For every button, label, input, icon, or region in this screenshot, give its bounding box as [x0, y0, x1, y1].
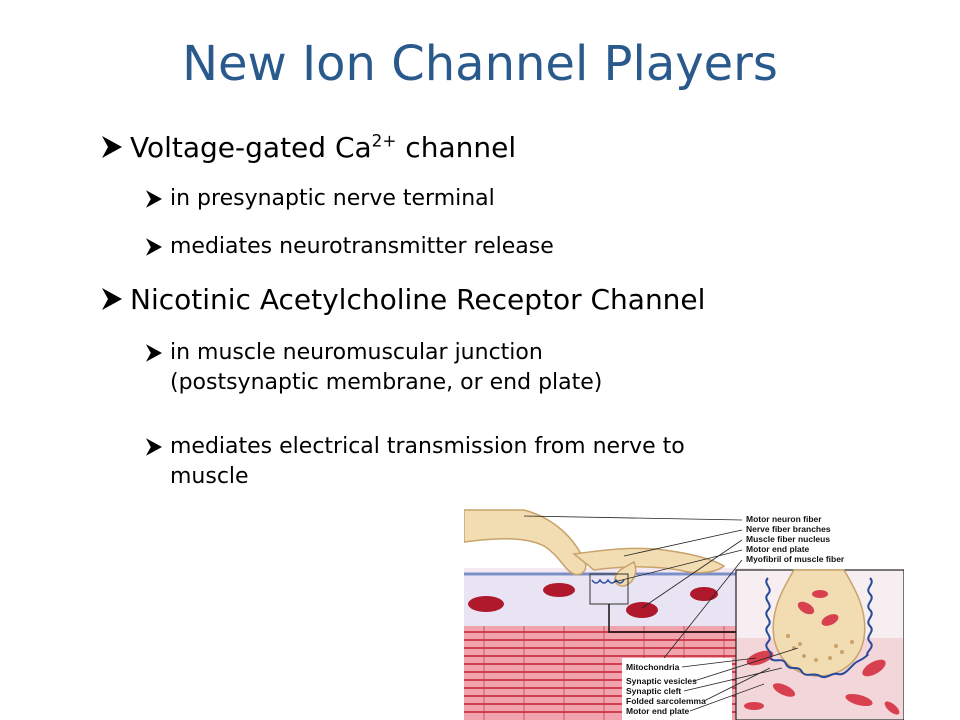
label-synaptic-cleft: Synaptic cleft — [626, 686, 681, 696]
arrow-bullet-icon — [146, 238, 162, 256]
arrow-bullet-icon — [146, 190, 162, 208]
label-folded-sarcolemma: Folded sarcolemma — [626, 696, 706, 706]
bottom-labels: Mitochondria Synaptic vesicles Synaptic … — [626, 662, 706, 716]
label-motor-end-plate: Motor end plate — [746, 544, 810, 554]
motor-neuron-fiber — [464, 509, 587, 576]
top-labels: Motor neuron fiber Nerve fiber branches … — [746, 514, 845, 564]
label-muscle-fiber-nucleus: Muscle fiber nucleus — [746, 534, 830, 544]
bullet-text: Voltage-gated Ca2+ channel — [130, 130, 517, 164]
sarcoplasm-band — [464, 576, 764, 626]
magnified-view — [735, 569, 904, 720]
sub-bullet-presynaptic: in presynaptic nerve terminal — [146, 184, 495, 214]
label-myofibril: Myofibril of muscle fiber — [746, 554, 845, 564]
neuromuscular-junction-figure: Motor neuron fiber Nerve fiber branches … — [464, 508, 904, 720]
magnify-arrow — [608, 604, 739, 633]
label-motor-end-plate-bottom: Motor end plate — [626, 706, 690, 716]
bullet-text: Nicotinic Acetylcholine Receptor Channel — [130, 283, 706, 316]
end-plate-folds — [591, 578, 625, 584]
arrow-bullet-icon — [146, 344, 162, 362]
mitochondria — [744, 650, 900, 715]
muscle-nuclei — [468, 583, 718, 618]
bottom-label-panel — [622, 658, 732, 720]
sub-bullet-text: mediates electrical transmission from ne… — [170, 434, 685, 489]
folded-sarcolemma — [765, 577, 873, 679]
synaptic-vesicles — [786, 634, 854, 662]
label-synaptic-vesicles: Synaptic vesicles — [626, 676, 697, 686]
neuromuscular-junction-illustration: Motor neuron fiber Nerve fiber branches … — [464, 509, 904, 720]
label-leaders — [523, 515, 743, 659]
arrow-bullet-icon — [102, 136, 122, 158]
bottom-label-leaders — [681, 647, 799, 712]
label-motor-neuron-fiber: Motor neuron fiber — [746, 514, 822, 524]
label-mitochondria: Mitochondria — [626, 662, 680, 672]
bullet-nicotinic: Nicotinic Acetylcholine Receptor Channel — [102, 282, 705, 318]
nerve-terminal-bulb — [772, 569, 866, 677]
sub-bullet-text: in presynaptic nerve terminal — [170, 186, 495, 211]
sub-bullet-electrical-transmission: mediates electrical transmission from ne… — [146, 432, 685, 492]
label-nerve-fiber-branches: Nerve fiber branches — [746, 524, 831, 534]
nerve-fiber-branch — [572, 547, 726, 574]
sub-bullet-text: in muscle neuromuscular junction (postsy… — [170, 340, 603, 395]
bullet-voltage-gated: Voltage-gated Ca2+ channel — [102, 130, 516, 166]
sub-bullet-text: mediates neurotransmitter release — [170, 234, 554, 259]
sub-bullet-neurotransmitter: mediates neurotransmitter release — [146, 232, 554, 262]
slide-title: New Ion Channel Players — [182, 36, 778, 92]
arrow-bullet-icon — [146, 438, 162, 456]
arrow-bullet-icon — [102, 288, 122, 310]
sub-bullet-neuromuscular-junction: in muscle neuromuscular junction (postsy… — [146, 338, 602, 398]
